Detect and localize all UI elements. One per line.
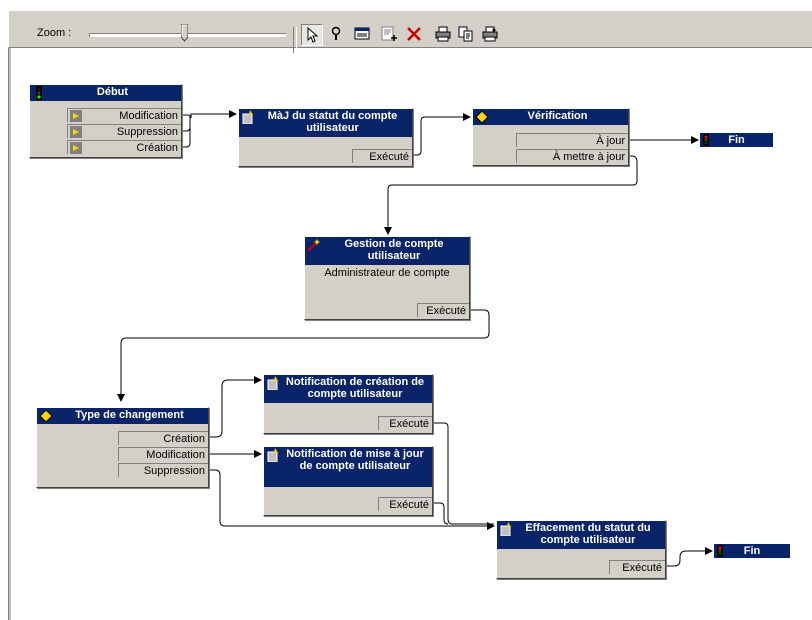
print-icon[interactable] [433,24,455,46]
node-notif-maj[interactable]: Notification de mise à jour de compte ut… [263,446,433,516]
pointer-icon[interactable] [301,24,323,46]
action-icon [500,522,511,536]
output-label: Suppression [143,465,205,477]
node-fin-1[interactable]: Fin [700,133,773,147]
output-label: Modification [146,449,205,461]
output-execute[interactable]: Exécuté [609,560,665,574]
output-label: Exécuté [426,305,466,317]
wizard-icon [307,239,320,252]
magnifier-icon[interactable] [327,24,349,46]
node-maj-title: MàJ du statut du compte utilisateur [239,109,412,137]
node-debut[interactable]: Début Modification Suppression Création [29,84,182,158]
output-label: À jour [596,135,625,147]
traffic-light-red-icon [717,545,723,557]
toolbar: Zoom : [8,10,812,53]
output-label: Exécuté [622,562,662,574]
traffic-light-green-icon [36,86,42,100]
link-debut-modification [180,110,237,119]
output-label: Suppression [116,126,178,138]
node-gestion-label: Gestion de compte utilisateur [344,238,444,262]
output-modification[interactable]: Modification [67,108,181,122]
print-preview-icon[interactable] [480,24,502,46]
node-effacement-title: Effacement du statut du compte utilisate… [497,521,665,549]
node-notif-creation-title: Notification de création de compte utili… [264,375,432,403]
node-verification[interactable]: Vérification À jour À mettre à jour [472,108,629,166]
output-suppression[interactable]: Suppression [118,463,208,477]
event-icon [70,142,82,154]
toolbar-separator [293,27,297,53]
action-icon [267,448,278,462]
node-fin-2[interactable]: Fin [714,544,790,558]
node-type-label: Type de changement [75,409,184,421]
window-icon[interactable] [352,24,374,46]
zoom-label: Zoom : [37,27,72,39]
output-label: Création [136,142,178,154]
node-effacement-label: Effacement du statut du compte utilisate… [525,522,651,546]
output-label: Modification [119,110,178,122]
output-label: Exécuté [369,151,409,163]
output-label: Exécuté [389,418,429,430]
output-execute[interactable]: Exécuté [352,149,412,163]
node-notif-maj-label: Notification de mise à jour de compte ut… [286,448,424,472]
node-fin-label: Fin [743,545,761,557]
action-icon [242,110,253,124]
event-icon [70,126,82,138]
zoom-slider-thumb[interactable] [180,24,188,42]
event-icon [70,110,82,122]
output-a-jour[interactable]: À jour [516,133,628,147]
output-creation[interactable]: Création [67,140,181,154]
output-modification[interactable]: Modification [118,447,208,461]
output-execute[interactable]: Exécuté [417,303,469,317]
node-type-changement[interactable]: Type de changement Création Modification… [36,407,209,488]
node-notif-creation-label: Notification de création de compte utili… [285,376,425,400]
node-gestion-compte[interactable]: Gestion de compte utilisateur Administra… [304,236,470,320]
node-debut-title: Début [30,85,181,101]
traffic-light-red-icon [703,134,709,146]
output-label: À mettre à jour [552,151,625,163]
output-label: Création [163,433,205,445]
canvas-border [8,48,11,620]
node-maj-label: MàJ du statut du compte utilisateur [267,110,398,134]
node-effacement-statut[interactable]: Effacement du statut du compte utilisate… [496,520,666,579]
output-a-mettre-a-jour[interactable]: À mettre à jour [516,149,628,163]
node-notif-creation[interactable]: Notification de création de compte utili… [263,374,433,434]
node-type-title: Type de changement [37,408,208,424]
node-notif-maj-title: Notification de mise à jour de compte ut… [264,447,432,487]
output-suppression[interactable]: Suppression [67,124,181,138]
node-maj-statut[interactable]: MàJ du statut du compte utilisateur Exéc… [238,108,413,167]
action-icon [267,376,278,390]
node-fin-label: Fin [728,134,745,146]
node-gestion-title: Gestion de compte utilisateur [305,237,469,265]
add-node-icon[interactable] [379,24,401,46]
link-type-notif-creation [207,376,262,438]
output-creation[interactable]: Création [118,431,208,445]
node-debut-label: Début [96,86,129,98]
node-verification-label: Vérification [527,110,588,122]
node-verification-title: Vérification [473,109,628,125]
decision-icon [475,110,489,124]
decision-icon [39,409,53,423]
link-verif-gestion [384,155,638,235]
output-execute[interactable]: Exécuté [378,416,432,430]
link-notif-creation-effacement [431,422,494,525]
link-notif-maj-effacement [431,502,449,525]
output-label: Exécuté [389,499,429,511]
node-gestion-body: Administrateur de compte [324,267,450,279]
link-maj-verif [411,113,471,156]
delete-icon[interactable] [404,24,426,46]
copy-icon[interactable] [456,24,478,46]
link-effacement-fin [664,547,713,567]
output-execute[interactable]: Exécuté [378,497,432,511]
